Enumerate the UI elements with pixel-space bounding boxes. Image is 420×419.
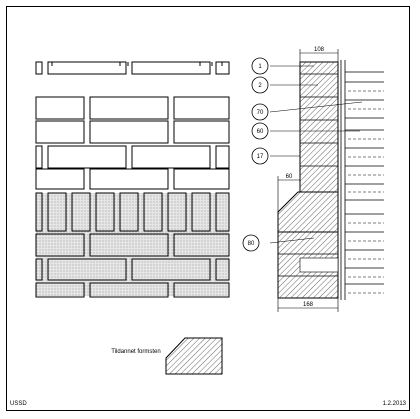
brick-stretcher bbox=[173, 120, 230, 144]
brick-soldier bbox=[95, 192, 115, 232]
callout-1: 1 bbox=[251, 57, 269, 75]
brick-stretcher bbox=[35, 120, 85, 144]
brick-stretcher bbox=[47, 61, 127, 75]
brick-stretcher bbox=[47, 145, 127, 169]
brick-stretcher bbox=[89, 96, 169, 120]
legend-formsten bbox=[165, 337, 223, 375]
callout-1-label: 1 bbox=[258, 64, 262, 70]
dim-bottom-label: 168 bbox=[303, 302, 314, 308]
brick-stretcher bbox=[47, 258, 127, 281]
inner-leaf-lines bbox=[345, 71, 384, 285]
callout-80-label: 80 bbox=[248, 241, 255, 247]
section-lower-joints bbox=[278, 253, 338, 277]
brick-soldier bbox=[215, 192, 230, 232]
brick-stretcher bbox=[215, 258, 230, 281]
cavity-dashes bbox=[348, 90, 384, 294]
brick-stretcher bbox=[89, 282, 169, 298]
brick-stretcher bbox=[131, 258, 211, 281]
callout-60-label: 60 bbox=[257, 129, 264, 135]
callout-70-label: 70 bbox=[257, 110, 264, 116]
dim-step bbox=[277, 160, 301, 212]
brick-stretcher bbox=[131, 61, 211, 75]
footer-right: 1.2.2013 bbox=[382, 401, 406, 407]
brick-soldier bbox=[191, 192, 211, 232]
brick-stretcher bbox=[173, 96, 230, 120]
brick-stretcher bbox=[173, 168, 230, 190]
section-lower-brick-white bbox=[299, 257, 339, 273]
brick-stretcher bbox=[215, 145, 230, 169]
callout-17-label: 17 bbox=[257, 154, 264, 160]
dim-bottom bbox=[277, 298, 339, 312]
brick-stretcher bbox=[173, 282, 230, 298]
brick-stretcher bbox=[89, 168, 169, 190]
brick-stretcher bbox=[131, 145, 211, 169]
callout-60: 60 bbox=[251, 122, 269, 140]
callout-leaders bbox=[269, 65, 363, 244]
brick-stretcher bbox=[35, 96, 85, 120]
callout-17: 17 bbox=[251, 147, 269, 165]
brick-stretcher bbox=[35, 233, 85, 257]
brick-soldier bbox=[143, 192, 163, 232]
callout-80: 80 bbox=[242, 234, 260, 252]
brick-stretcher bbox=[35, 61, 43, 75]
brick-stretcher bbox=[89, 120, 169, 144]
section-upper-joints bbox=[300, 73, 338, 167]
brick-soldier bbox=[47, 192, 67, 232]
brick-stretcher bbox=[35, 145, 43, 169]
brick-soldier bbox=[35, 192, 43, 232]
brick-stretcher bbox=[89, 233, 169, 257]
shaded-zone bbox=[36, 193, 229, 296]
callout-70: 70 bbox=[251, 103, 269, 121]
brick-stretcher bbox=[35, 282, 85, 298]
brick-soldier bbox=[119, 192, 139, 232]
callouts: 1 2 70 60 17 80 bbox=[242, 57, 269, 252]
dim-top bbox=[299, 49, 339, 62]
callout-2: 2 bbox=[251, 76, 269, 94]
legend-formsten-shape bbox=[165, 337, 223, 375]
brick-stretcher bbox=[173, 233, 230, 257]
brick-top-edge bbox=[211, 62, 223, 66]
brick-stretcher bbox=[35, 258, 43, 281]
brick-soldier bbox=[71, 192, 91, 232]
brick-soldier bbox=[167, 192, 187, 232]
drawing-frame bbox=[6, 6, 410, 411]
section-upper-brick bbox=[299, 61, 339, 193]
section-formsten bbox=[277, 191, 339, 233]
callout-2-label: 2 bbox=[258, 83, 262, 89]
dim-step-label: 60 bbox=[286, 174, 293, 180]
section-cavity-lines bbox=[340, 60, 346, 300]
brick-stretcher bbox=[35, 168, 85, 190]
footer-left: USSD bbox=[10, 401, 27, 407]
legend-label: Tildannet formsten bbox=[111, 349, 160, 355]
dim-top-label: 108 bbox=[314, 47, 325, 53]
brick-elevation bbox=[35, 61, 230, 298]
wall-section bbox=[269, 49, 384, 312]
brick-top-edge bbox=[51, 62, 121, 66]
brick-top-edge bbox=[127, 62, 201, 66]
